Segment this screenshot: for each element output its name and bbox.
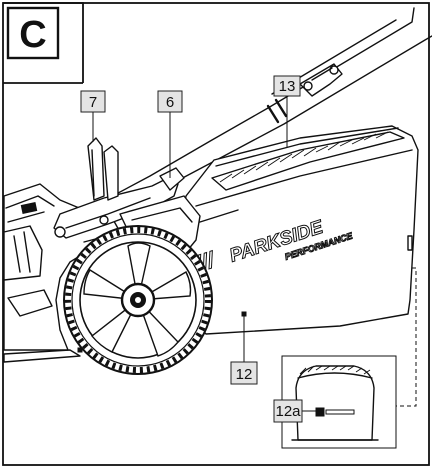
- callout-7-label: 7: [89, 94, 97, 111]
- detail-inset: [281, 355, 397, 449]
- rear-wheel: [63, 225, 213, 375]
- safety-bracket: [87, 137, 119, 201]
- callout-13: 13: [273, 75, 301, 97]
- cable-clip: [299, 63, 343, 97]
- callout-12: 12: [230, 361, 258, 385]
- callout-12a-label: 12a: [275, 403, 301, 420]
- section-label-box: C: [3, 2, 84, 84]
- section-label: C: [19, 14, 46, 56]
- callout-12-label: 12: [236, 366, 253, 383]
- callout-13-label: 13: [279, 78, 296, 95]
- grass-catcher: [175, 125, 419, 407]
- leader-lines: [92, 95, 318, 412]
- callout-7: 7: [80, 90, 106, 113]
- callout-6-label: 6: [166, 94, 174, 111]
- callout-12a: 12a: [273, 399, 303, 423]
- callout-6: 6: [157, 90, 183, 113]
